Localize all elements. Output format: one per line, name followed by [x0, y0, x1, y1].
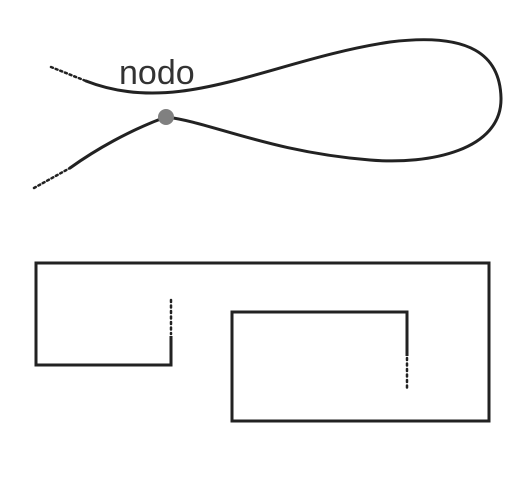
node-label: nodo [119, 54, 195, 92]
node-point [158, 109, 174, 125]
path-figure [34, 261, 491, 423]
dotted-continuation-upper [49, 65, 88, 83]
dotted-continuation-lower [32, 166, 72, 190]
outer-path [34, 261, 491, 423]
loop-figure: nodo [32, 38, 503, 190]
